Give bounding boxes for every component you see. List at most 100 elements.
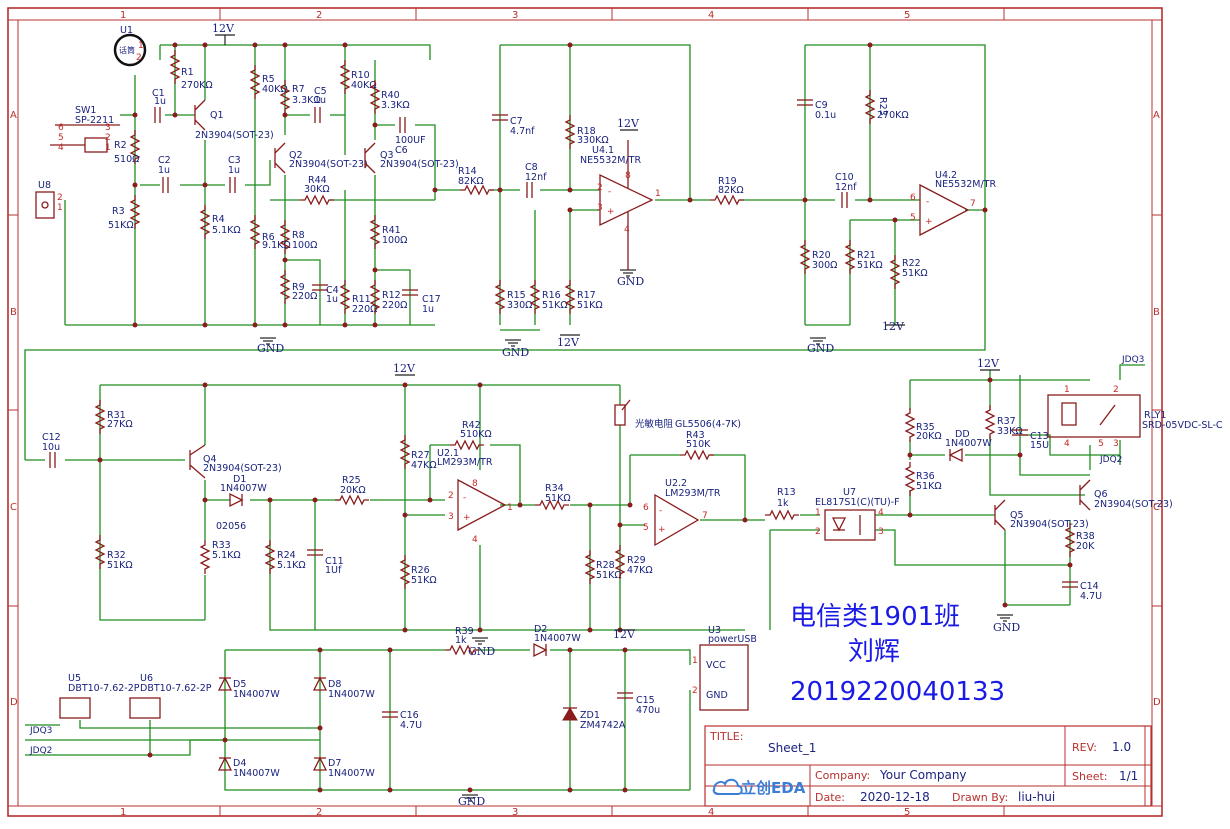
resistor-r44[interactable]: R44 30KΩ [300,175,334,206]
name-label: 刘辉 [848,637,900,667]
resistor-r4[interactable]: R4 5.1KΩ [199,205,241,239]
opamp-u2-1[interactable]: 2 3 1 8 4 - + U2.1 LM293M/TR [437,448,513,545]
resistor-r3[interactable]: R3 51KΩ [108,195,141,231]
diode-dd[interactable]: DD 1N4007W [945,429,992,463]
resistor-r1[interactable]: R1 270KΩ [169,50,213,91]
svg-text:R3: R3 [112,206,125,217]
resistor-r37[interactable]: R37 33KΩ [984,405,1023,439]
resistor-r41[interactable]: R41 100Ω [369,215,407,249]
resistor-r28[interactable]: R28 51KΩ [584,550,622,584]
resistor-r38[interactable]: R38 20K [1064,523,1095,557]
diode-d5[interactable]: D5 1N4007W [217,676,280,700]
capacitor-c10[interactable]: C10 12nf [835,172,857,208]
svg-text:GL5506(4-7K): GL5506(4-7K) [675,419,741,430]
resistor-r39[interactable]: R39 1k [445,626,479,656]
capacitor-c16[interactable]: C16 4.7U [382,710,422,731]
resistor-r34[interactable]: R34 51KΩ [535,483,571,511]
diode-d2[interactable]: D2 1N4007W [533,624,581,658]
svg-text:470u: 470u [636,705,660,716]
svg-text:1: 1 [138,41,144,51]
resistor-r5[interactable]: R5 40KΩ [249,65,288,99]
capacitor-c3[interactable]: C3 1u [228,155,241,193]
usb-power-u3[interactable]: 1 2 U3 powerUSB VCC GND [692,625,757,711]
resistor-r13[interactable]: R13 1k [765,487,799,521]
photoresistor[interactable]: 光敏电阻 GL5506(4-7K) [614,399,741,430]
resistor-r36[interactable]: R36 51KΩ [904,462,942,496]
capacitor-c9[interactable]: C9 0.1u [797,99,836,121]
resistor-r32[interactable]: R32 51KΩ [94,535,133,571]
opamp-u4-2[interactable]: 6 5 7 - + U4.2 NE5532M/TR [910,170,996,237]
transistor-q3[interactable]: Q3 2N3904(SOT-23) [364,142,459,174]
optocoupler-u7[interactable]: 1 2 4 3 U7 EL817S1(C)(TU)-F [815,487,900,541]
relay-rly1[interactable]: 1 2 4 5 3 RLY1 SRD-05VDC-SL-C [1047,385,1223,449]
mic-u1[interactable]: 话筒 U1 1 2 [113,25,147,67]
resistor-r42[interactable]: R42 510KΩ [450,420,492,451]
resistor-r43[interactable]: R43 510K [680,430,714,461]
resistor-r9[interactable]: R9 220Ω [279,270,317,304]
resistor-r19[interactable]: R19 82KΩ [710,176,744,206]
capacitor-c7[interactable]: C7 4.7nf [492,114,535,137]
capacitor-c2[interactable]: C2 1u [158,155,171,193]
svg-text:+: + [925,217,933,227]
resistor-r23[interactable]: R23 270KΩ [864,90,909,124]
connector-u8[interactable]: U8 2 1 [35,180,63,219]
opamp-u4-1[interactable]: - + 2 3 1 8 4 U4.1 NE5532M/TR [580,140,661,270]
capacitor-c11[interactable]: C11 1Uf [307,549,344,576]
capacitor-c5[interactable]: C5 1u [314,86,327,123]
transistor-q4[interactable]: Q4 2N3904(SOT-23) [189,444,282,479]
capacitor-c14[interactable]: C14 4.7U [1062,581,1102,602]
svg-text:U4.2: U4.2 [935,170,957,181]
transistor-q5[interactable]: Q5 2N3904(SOT-23) [994,499,1089,531]
eda-logo: 立创EDA [712,778,806,797]
connector-u6[interactable]: U6 DBT10-7.62-2P [129,673,212,719]
capacitor-c1[interactable]: C1 1u [152,88,166,123]
capacitor-c8[interactable]: C8 12nf [525,162,547,198]
diode-d4[interactable]: D4 1N4007W [217,756,280,779]
svg-text:U2.1: U2.1 [437,448,459,459]
resistor-r7[interactable]: R7 3.3KΩ [279,80,321,114]
capacitor-c12[interactable]: C12 10u [42,432,61,468]
resistor-r15[interactable]: R15 330Ω [494,280,532,314]
diode-d1[interactable]: D1 1N4007W [220,474,267,508]
svg-text:R34: R34 [545,483,564,494]
resistor-r16[interactable]: R16 51KΩ [529,280,568,314]
resistor-r12[interactable]: R12 220Ω [369,280,407,314]
capacitor-c15[interactable]: C15 470u [617,692,660,716]
resistor-r11[interactable]: R11 220Ω [339,280,377,315]
transistor-q1[interactable]: Q1 2N3904(SOT-23) [194,99,274,141]
resistor-r8[interactable]: R8 100Ω [279,220,317,254]
connector-u5[interactable]: U5 DBT10-7.62-2P [59,673,140,719]
resistor-r20[interactable]: R20 300Ω [799,240,837,274]
zener-zd1[interactable]: ZD1 ZM4742A [562,707,626,731]
opamp-u2-2[interactable]: 6 5 7 - + U2.2 LM293M/TR [643,478,721,547]
resistor-r27[interactable]: R27 47KΩ [399,435,437,471]
resistor-r10[interactable]: R10 40KΩ [339,60,377,94]
resistor-r22[interactable]: R22 51KΩ [889,255,928,289]
resistor-r18[interactable]: R18 330KΩ [564,115,609,149]
resistor-r25[interactable]: R25 20KΩ [335,475,369,506]
resistor-r35[interactable]: R35 20KΩ [904,408,942,442]
resistor-r24[interactable]: R24 5.1KΩ [264,540,306,574]
resistor-r26[interactable]: R26 51KΩ [399,555,437,589]
capacitor-c6[interactable]: 100UF C6 [395,117,426,156]
capacitor-c13[interactable]: C13 15U [1012,429,1049,451]
resistor-r6[interactable]: R6 9.1KΩ [249,215,291,251]
transistor-q6[interactable]: Q6 2N3904(SOT-23) [1079,479,1173,511]
resistor-r29[interactable]: R29 47KΩ [614,545,653,579]
capacitor-c4[interactable]: C4 1u [312,284,339,305]
diode-d7[interactable]: D7 1N4007W [312,756,375,779]
resistor-r2[interactable]: R2 510Ω [114,130,141,165]
transistor-q2[interactable]: Q2 2N3904(SOT-23) [274,142,368,174]
diode-d8[interactable]: D8 1N4007W [312,676,375,700]
svg-text:4: 4 [1064,439,1070,449]
switch-sw1[interactable]: SW1 SP-2211 6 5 4 3 2 1 [50,105,120,153]
resistor-r17[interactable]: R17 51KΩ [564,280,603,314]
row-label: C [10,502,17,513]
resistor-r14[interactable]: R14 82KΩ [458,166,494,196]
resistor-r31[interactable]: R31 27KΩ [94,400,133,434]
capacitor-c17[interactable]: C17 1u [402,289,441,315]
resistor-r21[interactable]: R21 51KΩ [844,240,883,274]
svg-text:D2: D2 [534,624,547,635]
resistor-r33[interactable]: R33 5.1KΩ [199,540,241,574]
resistor-r40[interactable]: R40 3.3KΩ [369,80,410,114]
